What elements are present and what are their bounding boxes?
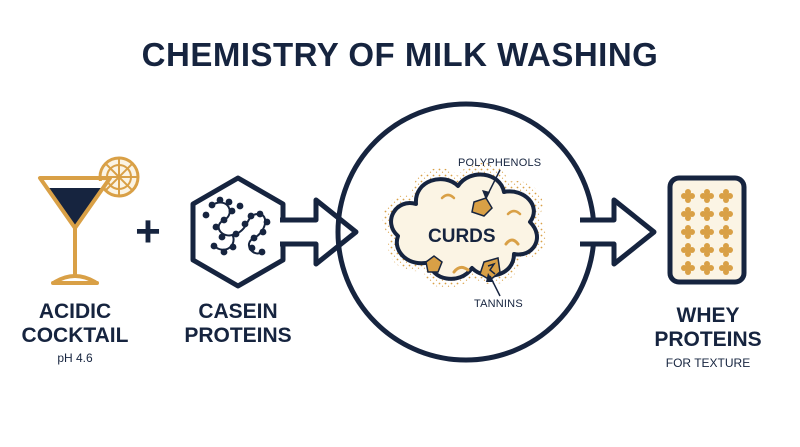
cocktail-ph-value: pH 4.6: [57, 351, 93, 365]
whey-protein-mark: [700, 261, 714, 275]
whey-protein-mark: [700, 189, 714, 203]
whey-protein-mark: [700, 243, 714, 257]
whey-protein-mark: [681, 207, 695, 221]
whey-label-line2: PROTEINS: [654, 328, 762, 351]
arrow-casein-to-curds: [280, 197, 359, 267]
whey-protein-mark: [719, 225, 733, 239]
whey-protein-mark: [681, 243, 695, 257]
curd-cloud-icon: [382, 163, 547, 297]
casein-molecule-icon: [190, 175, 286, 289]
whey-protein-mark: [681, 225, 695, 239]
whey-protein-mark: [681, 261, 695, 275]
casein-label-line2: PROTEINS: [184, 324, 292, 347]
polyphenols-annotation: POLYPHENOLS: [458, 157, 542, 169]
whey-label-line1: WHEY: [676, 304, 740, 327]
whey-protein-mark: [681, 189, 695, 203]
whey-protein-mark: [719, 243, 733, 257]
whey-protein-mark: [719, 189, 733, 203]
curds-label: CURDS: [428, 226, 496, 247]
tannins-annotation: TANNINS: [474, 298, 523, 310]
whey-card-icon: [667, 175, 747, 285]
arrow-curds-to-whey: [580, 197, 657, 267]
cocktail-label-line1: ACIDIC: [38, 300, 112, 323]
plus-operator: +: [135, 207, 161, 256]
whey-protein-mark: [719, 261, 733, 275]
page-title: CHEMISTRY OF MILK WASHING: [141, 36, 659, 73]
whey-protein-mark: [719, 207, 733, 221]
whey-texture-note: FOR TEXTURE: [665, 356, 751, 370]
whey-protein-mark: [700, 207, 714, 221]
cocktail-label-line2: COCKTAIL: [21, 324, 129, 347]
casein-label-line1: CASEIN: [198, 300, 278, 323]
martini-glass-icon: [38, 156, 140, 285]
whey-protein-mark: [700, 225, 714, 239]
